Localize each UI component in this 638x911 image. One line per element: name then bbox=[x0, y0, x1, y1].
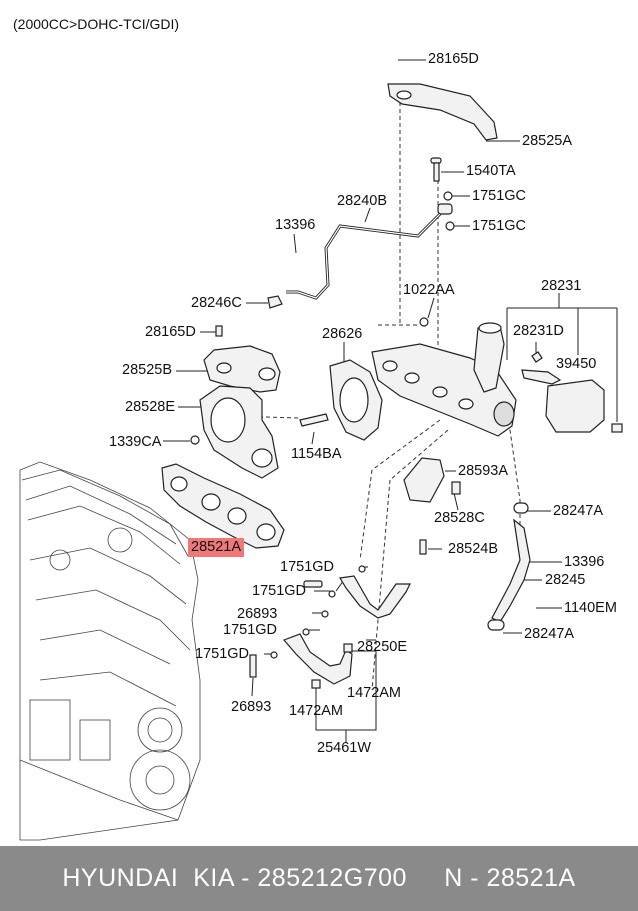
part-label-26893[interactable]: 26893 bbox=[237, 606, 278, 622]
part-label-28245[interactable]: 28245 bbox=[545, 572, 586, 588]
part-label-28247a[interactable]: 28247A bbox=[524, 626, 574, 642]
footer-part-number: HYUNDAI KIA - 285212G700 N - 28521A bbox=[62, 864, 576, 892]
part-label-28528c[interactable]: 28528C bbox=[434, 510, 485, 526]
part-label-26893[interactable]: 26893 bbox=[231, 699, 272, 715]
part-label-28626[interactable]: 28626 bbox=[322, 326, 363, 342]
part-label-28593a[interactable]: 28593A bbox=[458, 463, 508, 479]
part-label-1339ca[interactable]: 1339CA bbox=[109, 434, 162, 450]
part-label-28250e[interactable]: 28250E bbox=[357, 639, 407, 655]
part-label-28525b[interactable]: 28525B bbox=[122, 362, 172, 378]
part-label-28165d[interactable]: 28165D bbox=[428, 51, 479, 67]
part-label-28165d[interactable]: 28165D bbox=[145, 324, 196, 340]
part-label-1751gd[interactable]: 1751GD bbox=[223, 622, 278, 638]
part-label-28528e[interactable]: 28528E bbox=[125, 399, 175, 415]
part-label-1751gd[interactable]: 1751GD bbox=[195, 646, 250, 662]
part-label-28246c[interactable]: 28246C bbox=[191, 295, 242, 311]
part-label-1154ba[interactable]: 1154BA bbox=[291, 446, 342, 462]
part-label-25461w[interactable]: 25461W bbox=[317, 740, 372, 756]
part-label-28525a[interactable]: 28525A bbox=[522, 133, 572, 149]
part-label-1751gc[interactable]: 1751GC bbox=[472, 218, 527, 234]
part-label-28231[interactable]: 28231 bbox=[541, 278, 582, 294]
engine-block bbox=[19, 461, 201, 841]
part-label-28247a[interactable]: 28247A bbox=[553, 503, 603, 519]
part-label-39450[interactable]: 39450 bbox=[556, 356, 597, 372]
diagram-drawing bbox=[19, 59, 623, 841]
footer-bar: HYUNDAI KIA - 285212G700 N - 28521A bbox=[0, 846, 638, 911]
part-label-13396[interactable]: 13396 bbox=[275, 217, 316, 233]
part-label-1540ta[interactable]: 1540TA bbox=[466, 163, 516, 179]
part-label-28240b[interactable]: 28240B bbox=[337, 193, 387, 209]
part-label-1751gd[interactable]: 1751GD bbox=[252, 583, 307, 599]
part-label-1751gc[interactable]: 1751GC bbox=[472, 188, 527, 204]
diagram-subtitle: (2000CC>DOHC-TCI/GDI) bbox=[13, 16, 180, 32]
part-label-13396[interactable]: 13396 bbox=[564, 554, 605, 570]
part-label-1140em[interactable]: 1140EM bbox=[564, 600, 617, 616]
part-label-1472am[interactable]: 1472AM bbox=[289, 703, 344, 719]
parts-diagram: (2000CC>DOHC-TCI/GDI) 28165D 28525A 1540… bbox=[13, 16, 623, 841]
part-label-1472am[interactable]: 1472AM bbox=[347, 685, 402, 701]
part-label-28524b[interactable]: 28524B bbox=[448, 541, 498, 557]
part-label-28521a-highlighted[interactable]: 28521A bbox=[188, 538, 244, 557]
part-label-1022aa[interactable]: 1022AA bbox=[403, 282, 455, 298]
part-label-28231d[interactable]: 28231D bbox=[513, 323, 564, 339]
leader-lines bbox=[163, 59, 618, 742]
part-shapes bbox=[161, 83, 623, 689]
part-label-1751gd[interactable]: 1751GD bbox=[280, 559, 335, 575]
